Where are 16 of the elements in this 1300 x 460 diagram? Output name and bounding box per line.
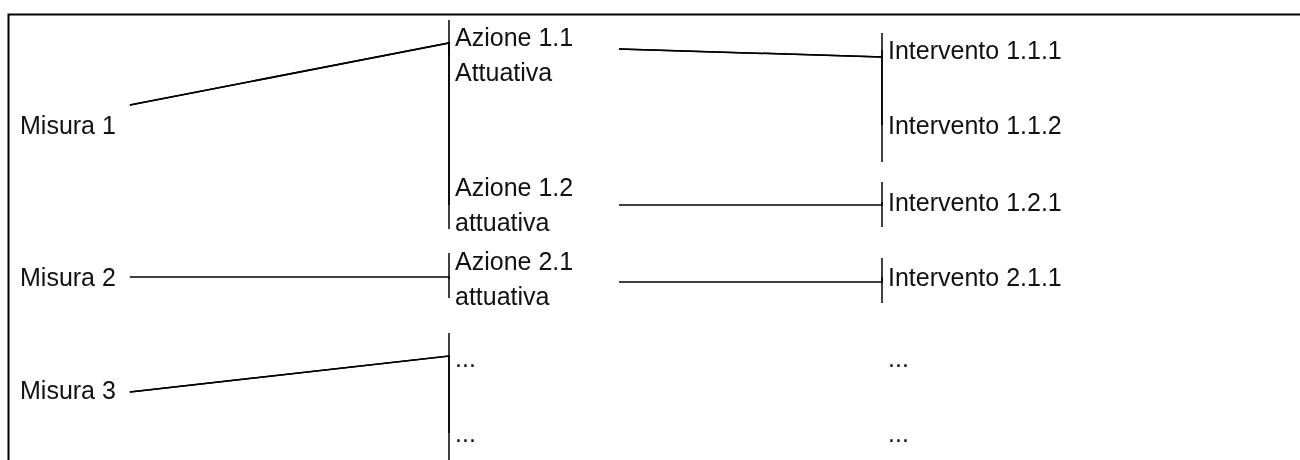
tree-label: Misura 1 xyxy=(14,107,130,143)
ellipsis-label: ... xyxy=(888,417,909,449)
connector-line xyxy=(618,201,883,206)
tree-label: Azione 2.1 attuativa xyxy=(449,244,619,314)
tree-label: ... xyxy=(449,415,490,451)
ellipsis-label: ... xyxy=(888,342,909,374)
tree-label: Intervento 1.1.1 xyxy=(882,32,1076,68)
tree-label: ... xyxy=(449,340,490,376)
tree-label: Intervento 1.1.2 xyxy=(882,107,1076,143)
tree-label: Azione 1.2 attuativa xyxy=(449,170,619,240)
tree-label: Intervento 2.1.1 xyxy=(882,259,1076,295)
tree-label: Misura 2 xyxy=(14,259,130,295)
connector-line xyxy=(129,276,450,280)
tree-label: Misura 3 xyxy=(14,372,130,408)
tree-label: Intervento 1.2.1 xyxy=(882,184,1076,220)
tree-label: Azione 1.1 Attuativa xyxy=(449,20,619,90)
